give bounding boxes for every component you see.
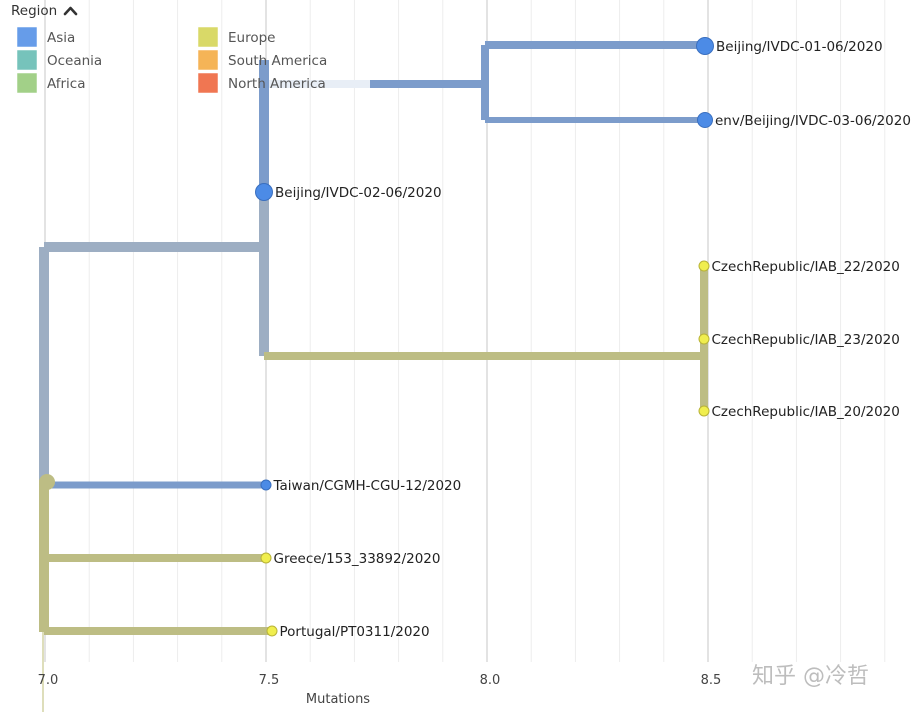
tip-node[interactable] <box>697 112 713 128</box>
x-axis-title: Mutations <box>306 692 370 707</box>
legend-item[interactable]: Africa <box>17 73 86 93</box>
legend-swatch[interactable] <box>198 73 218 93</box>
tip-label[interactable]: Greece/153_33892/2020 <box>274 551 441 567</box>
legend-label: Oceania <box>47 53 102 69</box>
legend-label: Asia <box>47 30 75 46</box>
tip-label[interactable]: CzechRepublic/IAB_22/2020 <box>712 259 900 275</box>
tick-label: 7.0 <box>38 673 59 688</box>
legend-title[interactable]: Region <box>11 3 57 19</box>
legend-label: North America <box>228 76 326 92</box>
tip-label[interactable]: env/Beijing/IVDC-03-06/2020 <box>715 113 911 129</box>
internal-node[interactable] <box>39 474 55 490</box>
x-axis: 7.07.58.08.59.09.5 Mutations <box>38 673 922 707</box>
chevron-up-icon[interactable] <box>63 6 78 16</box>
legend-item[interactable]: North America <box>198 73 326 93</box>
legend-item[interactable]: South America <box>198 50 327 70</box>
legend-swatch[interactable] <box>198 27 218 47</box>
tick-label: 8.5 <box>701 673 722 688</box>
tip-node[interactable] <box>260 552 272 564</box>
legend-swatch[interactable] <box>17 27 37 47</box>
tip-label[interactable]: Beijing/IVDC-02-06/2020 <box>275 185 442 201</box>
legend-swatch[interactable] <box>198 50 218 70</box>
tip-label[interactable]: Beijing/IVDC-01-06/2020 <box>716 39 883 55</box>
legend-swatch[interactable] <box>17 73 37 93</box>
legend-item[interactable]: Asia <box>17 27 75 47</box>
watermark: 知乎 @冷哲 <box>752 664 869 689</box>
legend-item[interactable]: Europe <box>198 27 275 47</box>
tip-label[interactable]: CzechRepublic/IAB_20/2020 <box>712 404 900 420</box>
tick-label: 8.0 <box>480 673 501 688</box>
tip-node[interactable] <box>696 37 714 55</box>
tree-branches <box>39 41 708 635</box>
legend-swatch[interactable] <box>17 50 37 70</box>
tip-node[interactable] <box>698 333 710 345</box>
tip-node[interactable] <box>698 260 710 272</box>
tip-label[interactable]: Portugal/PT0311/2020 <box>280 624 430 640</box>
legend-item[interactable]: Oceania <box>17 50 102 70</box>
legend-label: South America <box>228 53 327 69</box>
tip-node[interactable] <box>255 183 273 201</box>
tree-tips: Beijing/IVDC-01-06/2020 env/Beijing/IVDC-… <box>255 37 911 640</box>
legend-label: Europe <box>228 30 275 46</box>
tip-node[interactable] <box>266 625 278 637</box>
tick-label: 7.5 <box>259 673 280 688</box>
tip-node[interactable] <box>698 405 710 417</box>
legend-label: Africa <box>47 76 86 92</box>
tip-node[interactable] <box>260 479 272 491</box>
tip-label[interactable]: Taiwan/CGMH-CGU-12/2020 <box>273 478 462 494</box>
tip-label[interactable]: CzechRepublic/IAB_23/2020 <box>712 332 900 348</box>
